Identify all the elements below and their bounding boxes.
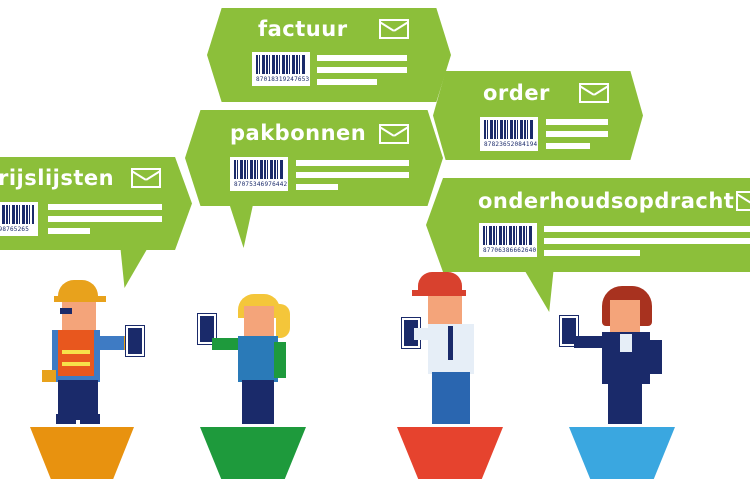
barcode-number: 87018319247653 [256,76,310,83]
tie [448,326,453,360]
man-figure [392,270,502,430]
legs [58,380,98,420]
text-line [317,79,377,85]
pedestal-orange [30,427,134,479]
legs [432,372,470,424]
legs [608,382,642,424]
face [62,302,96,332]
barcode-icon: 87018319247653 [252,52,310,86]
barcode-icon: 8098765265 [0,202,38,236]
text-line [296,184,338,190]
face [610,300,640,332]
bubble-tail [522,266,554,312]
pedestal-red [397,427,503,479]
envelope-icon [131,168,161,188]
text-line [317,67,407,73]
businesswoman-figure [552,282,672,430]
text-line [296,160,409,166]
bubble-title-pakbonnen: pakbonnen [230,121,367,145]
envelope-icon [379,124,409,144]
text-line [544,226,750,232]
barcode-number: 8098765265 [0,226,30,233]
legs [242,380,274,424]
bubble-tail [228,200,254,248]
barcode-icon: 87706386662640 [479,223,537,257]
face [244,306,274,336]
barcode-icon: 87075346976442 [230,157,288,191]
bubble-title-prijslijsten: rijslijsten [0,166,115,190]
text-line [48,216,162,222]
face [428,296,462,326]
barcode-number: 87075346976442 [234,181,288,188]
phone-icon [197,313,217,345]
barcode-number: 87823652084194 [484,141,538,148]
barcode-icon: 87823652084194 [480,117,538,151]
bubble-title-onderhoudsopdracht: onderhoudsopdracht [478,189,735,213]
text-line [48,204,162,210]
envelope-icon [736,191,750,211]
torso [238,336,278,382]
bubble-title-order: order [483,81,550,105]
text-line [317,55,407,61]
arm [98,336,126,350]
phone-icon [125,325,145,357]
phone-icon [559,315,579,347]
envelope-icon [379,19,409,39]
text-line [544,250,640,256]
bubble-title-factuur: factuur [258,17,348,41]
text-line [544,238,750,244]
text-line [546,131,608,137]
text-line [48,228,90,234]
pedestal-green [200,427,306,479]
woman-figure [190,290,310,430]
text-line [546,143,590,149]
text-line [546,119,608,125]
pedestal-blue [569,427,675,479]
barcode-number: 87706386662640 [483,247,537,254]
worker-figure [40,280,150,430]
hard-hat [58,280,98,300]
red-cap [418,272,462,294]
envelope-icon [579,83,609,103]
text-line [296,172,409,178]
